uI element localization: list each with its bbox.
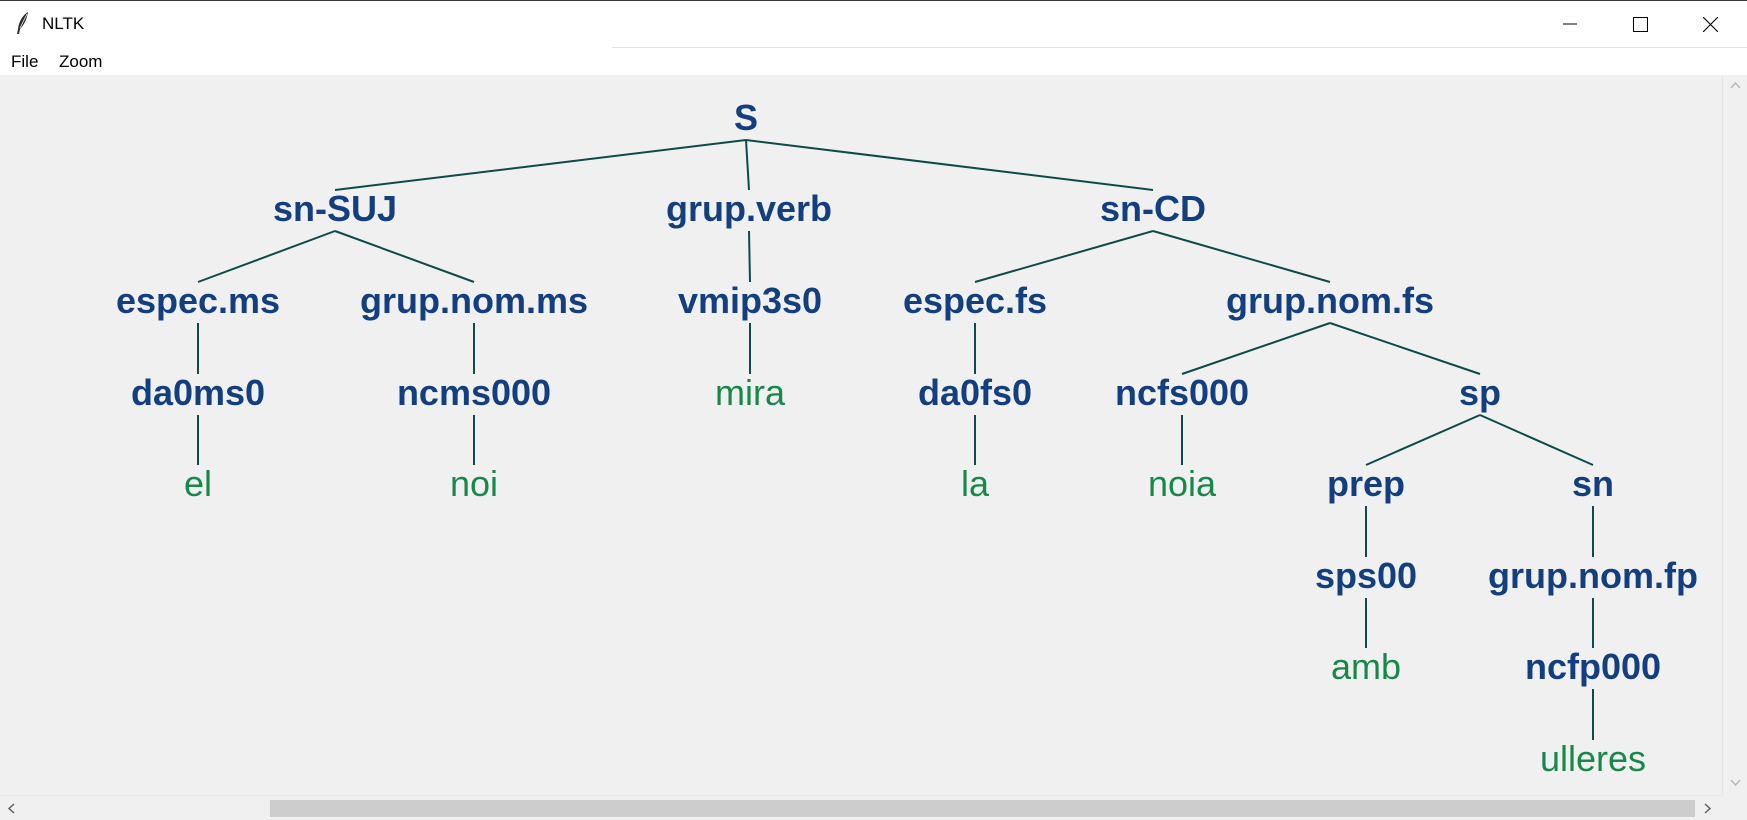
minimize-icon	[1563, 23, 1577, 25]
branch-S-snCD	[745, 139, 1154, 191]
branch-grupnomfs-ncfs000	[1181, 322, 1331, 375]
tree-leaf-noi[interactable]: noi	[450, 463, 498, 504]
menu-bar: File Zoom	[0, 47, 1747, 75]
feather-icon	[17, 12, 28, 34]
horizontal-scrollbar[interactable]	[0, 795, 1722, 820]
branch-S-grupverb	[745, 139, 750, 191]
horizontal-scroll-thumb[interactable]	[270, 800, 1695, 817]
tree-node-grupnomfp[interactable]: grup.nom.fp	[1488, 555, 1698, 596]
tree-node-grupnomfs[interactable]: grup.nom.fs	[1226, 280, 1434, 321]
close-button[interactable]	[1677, 1, 1743, 47]
tree-node-snSUJ[interactable]: sn-SUJ	[273, 188, 397, 229]
tree-leaf-mira[interactable]: mira	[715, 372, 786, 413]
branch-grupnomfs-sp	[1329, 322, 1481, 375]
tree-node-especms[interactable]: espec.ms	[116, 280, 280, 321]
tree-leaf-ulleres[interactable]: ulleres	[1540, 738, 1646, 779]
scroll-left-icon[interactable]	[7, 803, 15, 814]
tree-leaf-el[interactable]: el	[184, 463, 212, 504]
menu-separator	[612, 47, 1747, 48]
tree-node-grupnomms[interactable]: grup.nom.ms	[360, 280, 588, 321]
tree-node-especfs[interactable]: espec.fs	[903, 280, 1047, 321]
branch-snSUJ-especms	[197, 230, 336, 283]
minimize-button[interactable]	[1537, 1, 1603, 47]
branch-snSUJ-grupnomms	[334, 230, 475, 283]
tree-node-grupverb[interactable]: grup.verb	[666, 188, 832, 229]
branch-grupverb-vmip3s0	[748, 230, 751, 283]
tree-node-ncms000[interactable]: ncms000	[397, 372, 551, 413]
branch-sp-prep	[1365, 414, 1481, 466]
tree-leaf-la[interactable]: la	[961, 463, 990, 504]
tree-node-ncfs000[interactable]: ncfs000	[1115, 372, 1249, 413]
scroll-corner	[1722, 795, 1747, 820]
tree-branches	[197, 139, 1594, 740]
tree-node-sn[interactable]: sn	[1572, 463, 1614, 504]
tree-node-sps00[interactable]: sps00	[1315, 555, 1417, 596]
scroll-down-icon[interactable]	[1730, 779, 1741, 787]
tree-leaf-amb[interactable]: amb	[1331, 646, 1401, 687]
title-bar: NLTK	[0, 0, 1747, 47]
vertical-scrollbar[interactable]	[1722, 75, 1747, 795]
maximize-button[interactable]	[1607, 1, 1673, 47]
tree-node-snCD[interactable]: sn-CD	[1100, 188, 1206, 229]
tree-leaf-noia[interactable]: noia	[1148, 463, 1217, 504]
scroll-right-icon[interactable]	[1704, 803, 1712, 814]
branch-snCD-especfs	[974, 230, 1154, 283]
tree-node-da0ms0[interactable]: da0ms0	[131, 372, 265, 413]
tree-node-da0fs0[interactable]: da0fs0	[918, 372, 1032, 413]
branch-sp-sn	[1479, 414, 1594, 466]
menu-file[interactable]: File	[11, 52, 39, 71]
tree-node-sp[interactable]: sp	[1459, 372, 1501, 413]
tree-node-S[interactable]: S	[734, 97, 758, 138]
menu-zoom[interactable]: Zoom	[59, 52, 103, 71]
close-icon	[1702, 16, 1718, 32]
branch-S-snSUJ	[334, 139, 747, 191]
tree-node-ncfp000[interactable]: ncfp000	[1525, 646, 1661, 687]
tree-node-vmip3s0[interactable]: vmip3s0	[678, 280, 822, 321]
maximize-icon	[1632, 16, 1648, 32]
window-title: NLTK	[42, 14, 85, 33]
scroll-up-icon[interactable]	[1730, 81, 1741, 89]
parse-tree: Ssn-SUJ grup.verb sn-CD espec.ms grup.nom.ms…	[116, 97, 1698, 779]
branch-snCD-grupnomfs	[1152, 230, 1331, 283]
tree-node-prep[interactable]: prep	[1327, 463, 1405, 504]
